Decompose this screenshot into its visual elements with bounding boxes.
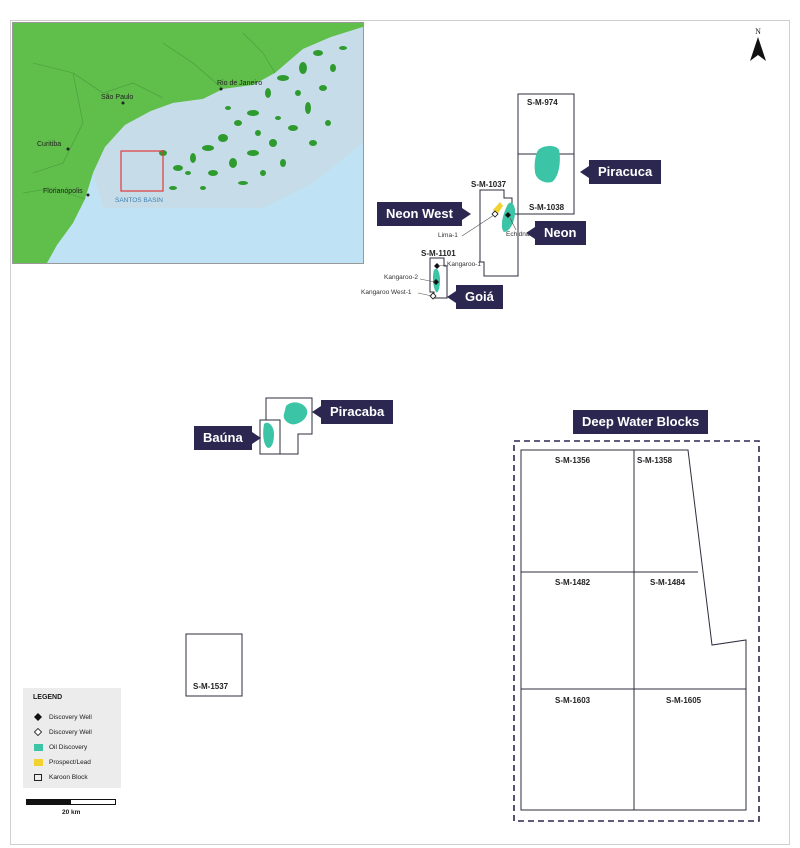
scale-bar: [26, 799, 116, 805]
well-label: Kangaroo-2: [384, 274, 418, 281]
north-arrow: N: [748, 27, 768, 67]
city-label: Rio de Janeiro: [217, 80, 262, 87]
callout-piracaba: Piracaba: [321, 400, 394, 424]
piracaba-discovery: [283, 402, 308, 425]
callout-neon-west: Neon West: [377, 202, 462, 226]
block-internal-line: [260, 419, 281, 454]
outline-square-icon: [33, 772, 43, 782]
north-label: N: [755, 27, 761, 36]
oil-discoveries: [263, 146, 560, 448]
callout-goia: Goiá: [456, 285, 503, 309]
legend-item: Oil Discovery: [33, 742, 87, 752]
block-label: S-M-1537: [193, 682, 229, 691]
legend-item-label: Oil Discovery: [49, 743, 88, 751]
legend-item: Karoon Block: [33, 772, 88, 782]
block-sm-1537: [185, 633, 243, 697]
santos-basin-area: [93, 27, 363, 208]
block-label: S-M-1038: [529, 203, 565, 212]
inset-land: [13, 23, 363, 263]
callout-piracuca: Piracuca: [589, 160, 662, 184]
teal-square-icon: [33, 742, 43, 752]
kangaroo2-well-icon: [433, 279, 439, 285]
north-arrow-icon: [750, 37, 766, 61]
block-label: S-M-1603: [555, 696, 591, 705]
well-label: Echidna-1: [506, 231, 536, 238]
filled-diamond-icon: [33, 712, 43, 722]
legend-item-label: Prospect/Lead: [49, 758, 91, 766]
block-label: S-M-1101: [421, 249, 456, 258]
hollow-diamond-icon: [33, 727, 43, 737]
block-label: S-M-1358: [637, 456, 673, 465]
bauna-discovery: [263, 422, 274, 448]
wells: [429, 210, 511, 300]
basin-label: SANTOS BASIN: [115, 197, 163, 204]
echidna-well-icon: [505, 212, 511, 218]
map-frame: [10, 20, 790, 845]
inset-map-svg: Rio de Janeiro São Paulo Curitiba Floria…: [13, 23, 363, 263]
piracuca-discovery: [534, 146, 560, 183]
kangaroo-west-well-icon: [429, 292, 437, 300]
city-label: Florianópolis: [43, 188, 83, 195]
deep-water-blocks: [520, 449, 747, 811]
block-sm-1037: [479, 189, 519, 277]
inset-location-map: Rio de Janeiro São Paulo Curitiba Floria…: [12, 22, 364, 264]
city-label: Curitiba: [37, 141, 61, 148]
legend-item-label: Discovery Well: [49, 728, 92, 736]
map-legend: LEGEND Discovery Well Discovery Well Oil…: [23, 688, 121, 788]
block-label: S-M-1482: [555, 578, 591, 587]
callout-deep-water-blocks: Deep Water Blocks: [573, 410, 709, 434]
well-leader-lines: [417, 214, 517, 297]
block-label: S-M-1037: [471, 180, 507, 189]
kangaroo1-well-icon: [434, 263, 440, 269]
area-of-interest-box: [120, 150, 164, 192]
callout-neon: Neon: [535, 221, 586, 245]
block-label: S-M-1605: [666, 696, 702, 705]
block-label: S-M-1356: [555, 456, 591, 465]
legend-item: Prospect/Lead: [33, 757, 91, 767]
yellow-square-icon: [33, 757, 43, 767]
well-label: Kangaroo-1: [447, 261, 481, 268]
legend-item-label: Discovery Well: [49, 713, 92, 721]
city-label: São Paulo: [101, 94, 133, 101]
legend-title: LEGEND: [33, 694, 63, 701]
callout-bauna: Baúna: [194, 426, 252, 450]
well-label: Kangaroo West-1: [361, 289, 412, 296]
deep-water-outline: [520, 449, 747, 811]
city-dots: [66, 87, 223, 197]
deep-water-boundary: [513, 440, 760, 822]
legend-item-label: Karoon Block: [49, 773, 88, 781]
block-label: S-M-974: [527, 98, 558, 107]
well-label: Lima-1: [438, 232, 458, 239]
legend-item: Discovery Well: [33, 727, 92, 737]
scale-bar-label: 20 km: [62, 809, 81, 816]
oil-gas-fields: [159, 46, 347, 190]
block-label: S-M-1484: [650, 578, 686, 587]
state-borders: [22, 32, 276, 200]
legend-item: Discovery Well: [33, 712, 92, 722]
